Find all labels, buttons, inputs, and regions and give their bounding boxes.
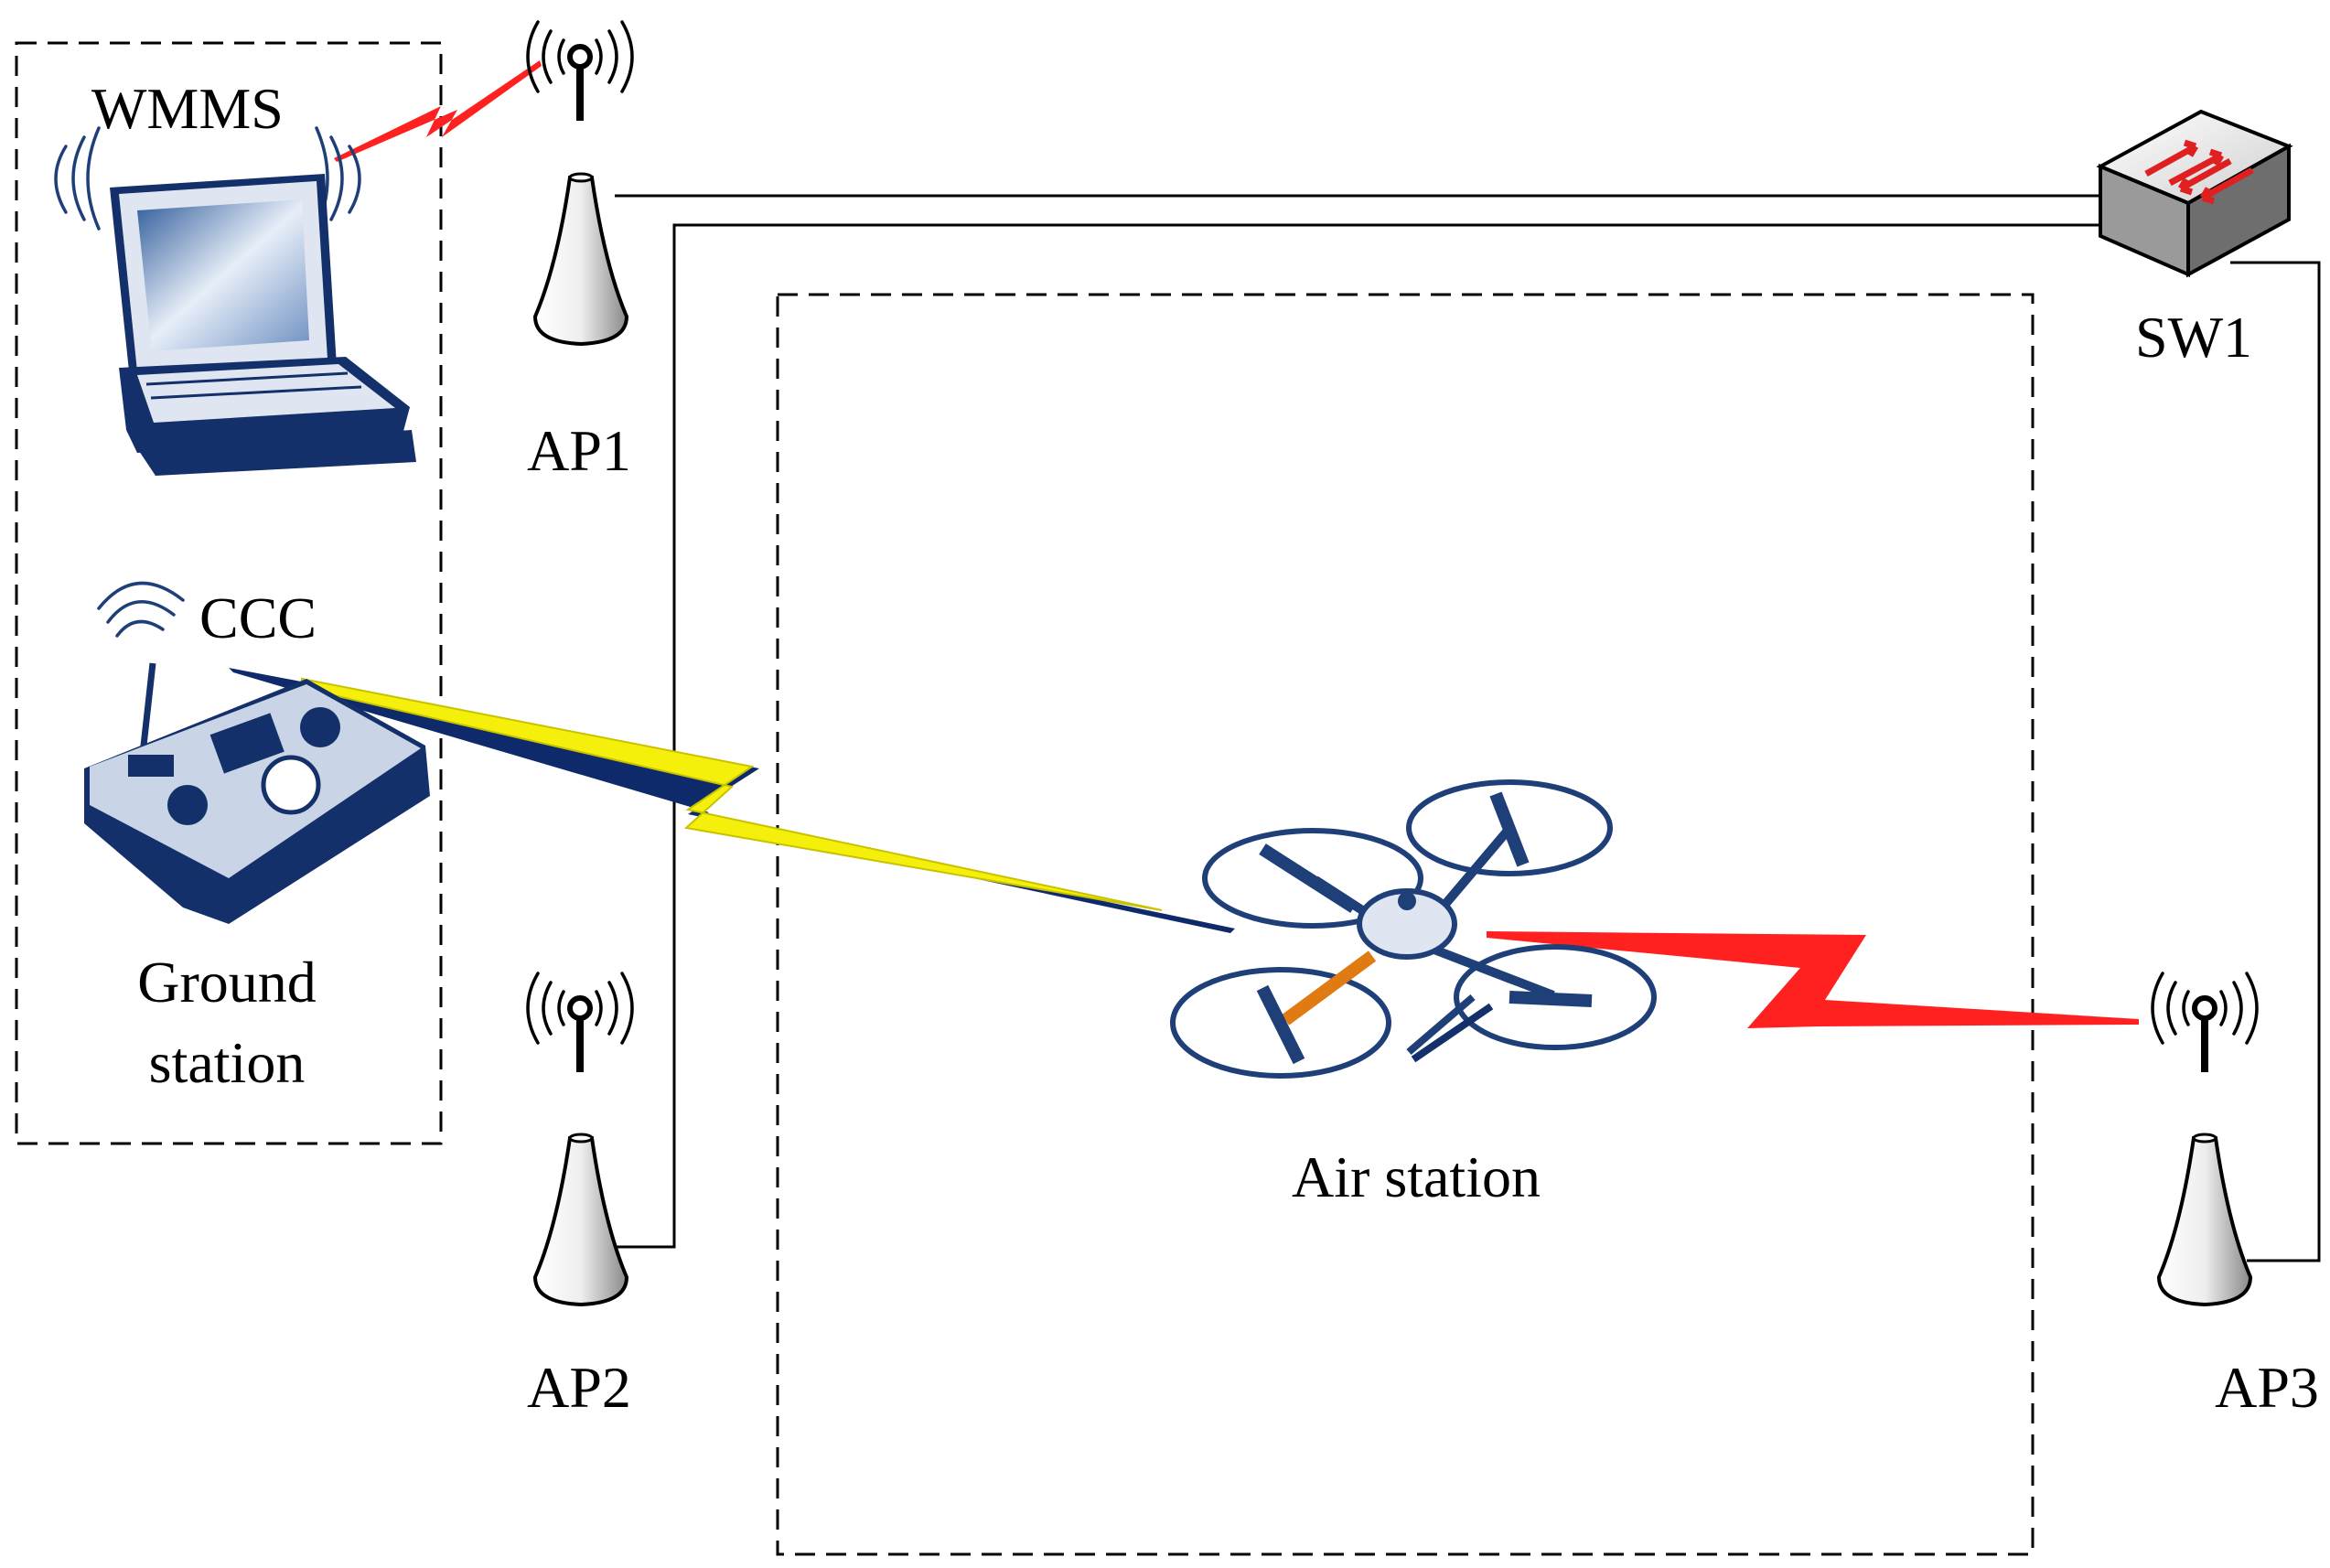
ground-station-label-line2: station [149, 1030, 306, 1095]
ap3-antenna-icon [2153, 973, 2257, 1306]
wireless-link-icon [334, 60, 542, 162]
wire-ap3-sw1 [2230, 261, 2321, 1262]
laptop-icon [54, 126, 416, 476]
ap2-label: AP2 [527, 1355, 631, 1420]
drone-ap3-link [1487, 931, 2139, 1028]
sw1-label: SW1 [2135, 305, 2252, 370]
air-station-label: Air station [1292, 1144, 1541, 1209]
ap2-antenna-icon [528, 973, 632, 1306]
ground-station-label-line1: Ground [137, 950, 317, 1015]
wire-ap2-sw1 [615, 223, 2113, 1249]
ap3-label: AP3 [2215, 1355, 2319, 1420]
air-station-area [776, 293, 2035, 1556]
ccc-label: CCC [199, 585, 317, 650]
ccc-drone-link [229, 668, 1235, 933]
remote-controller-icon [84, 581, 430, 924]
ground-station-boundary [15, 41, 443, 1145]
ap1-label: AP1 [527, 418, 631, 483]
drone-icon [1170, 779, 1657, 1079]
ap1-antenna-icon [528, 22, 632, 346]
wmms-label: WMMS [91, 76, 284, 141]
switch-icon [2096, 109, 2293, 278]
